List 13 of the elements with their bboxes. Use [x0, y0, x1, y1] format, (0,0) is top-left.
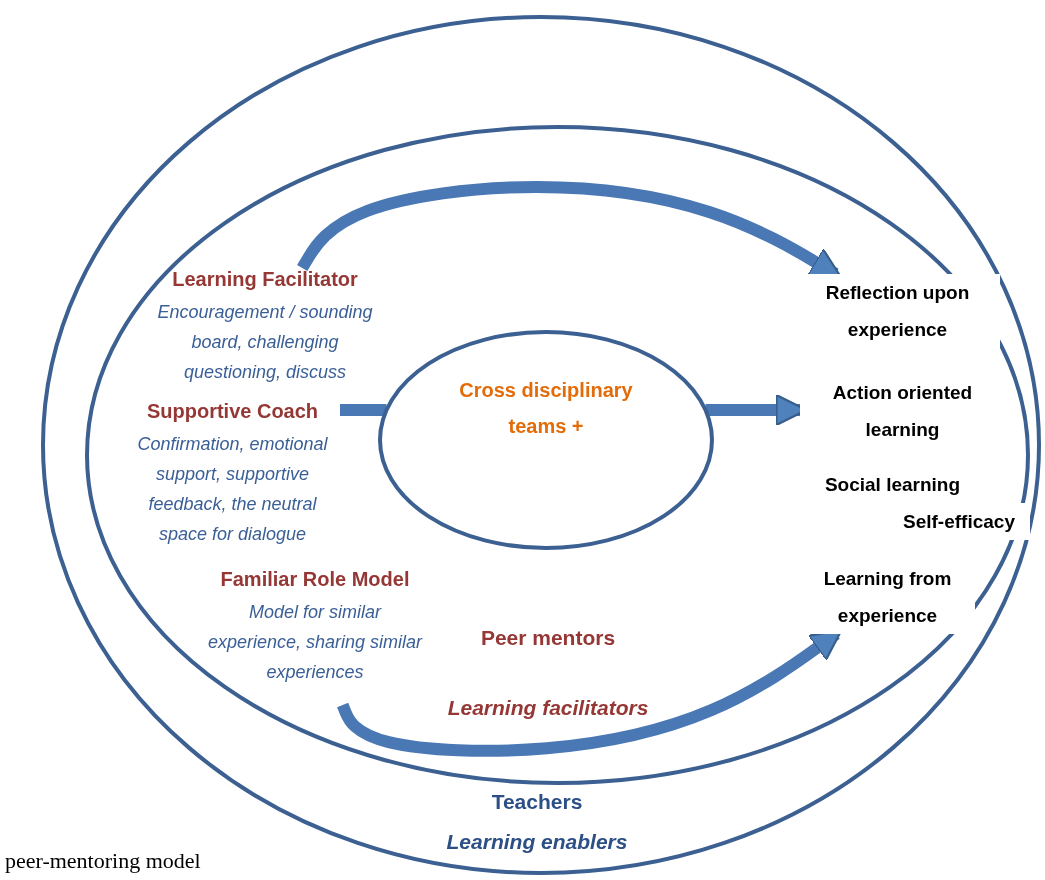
role-description: Encouragement / sounding board, challenging questioning, discuss	[156, 301, 374, 384]
ring-title: Teachers	[490, 790, 584, 814]
role-description: Model for similar experience, sharing similar experiences	[206, 601, 424, 684]
ring-title: Cross disciplinary teams +	[458, 378, 634, 439]
ring-title: Peer mentors	[479, 626, 617, 650]
ring-subtitle: Learning enablers	[445, 830, 629, 854]
caption: peer-mentoring model	[5, 848, 201, 874]
connector-bar	[340, 404, 387, 416]
role-title: Supportive Coach	[145, 400, 320, 423]
role-description: Confirmation, emotional support, supportive feedback, the neutral space for dialogue	[136, 433, 329, 546]
ring-subtitle: Learning facilitators	[446, 696, 650, 720]
role-title: Familiar Role Model	[219, 568, 411, 591]
role-title: Learning Facilitator	[171, 268, 359, 291]
